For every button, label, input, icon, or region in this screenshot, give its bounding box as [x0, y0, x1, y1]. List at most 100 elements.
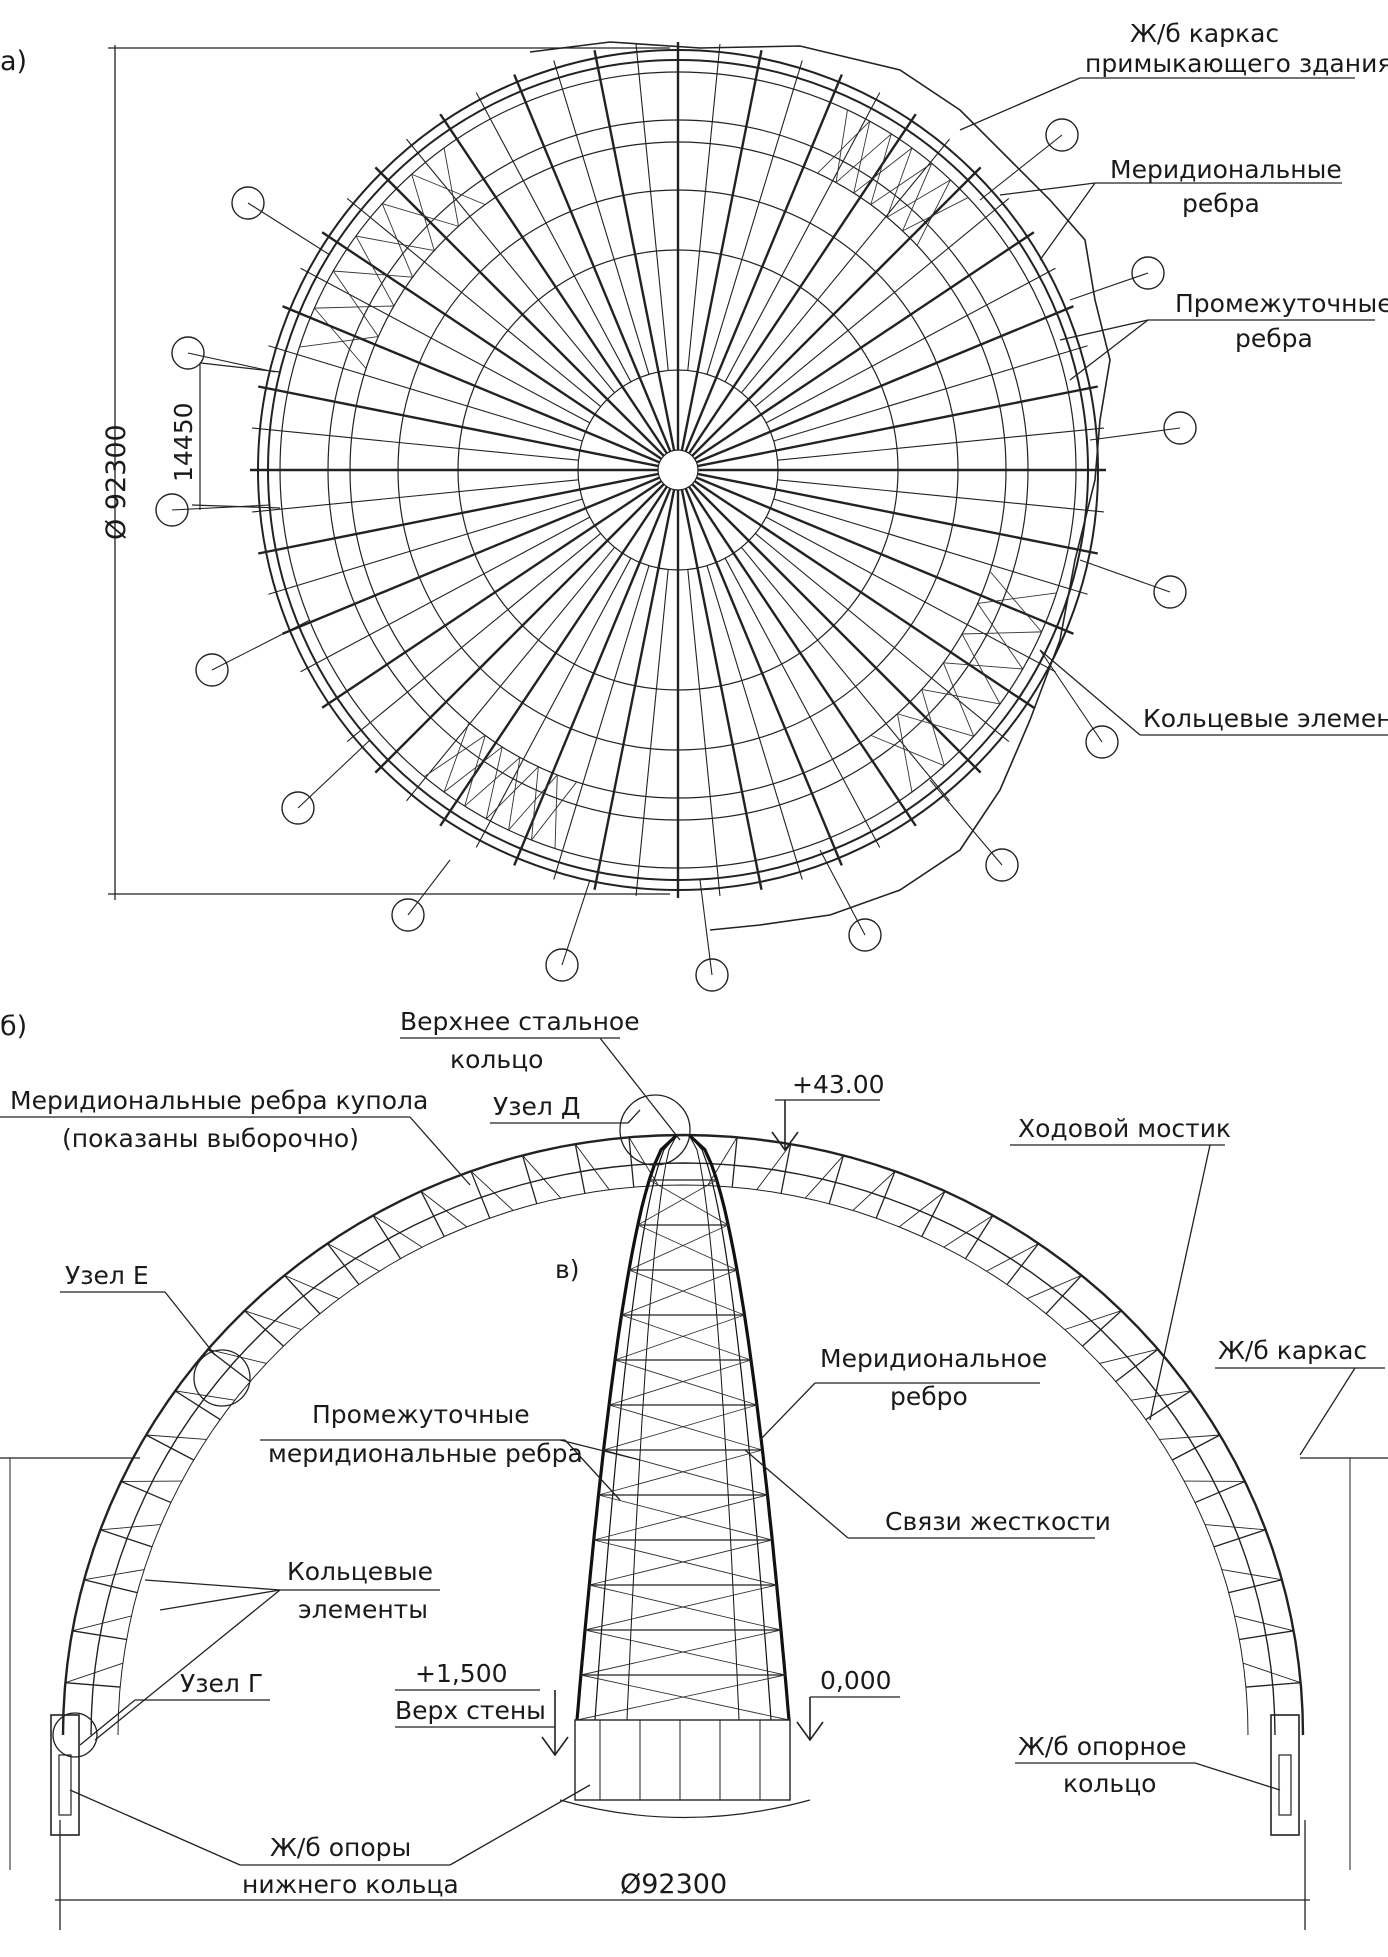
elevation-wall-label: Верх стены: [395, 1696, 546, 1725]
dome-truss-vertical: [420, 1190, 445, 1237]
node-g-marker: [52, 1712, 98, 1758]
plan-radial-rib: [257, 472, 659, 555]
rib-brace: [589, 1539, 773, 1586]
rib-brace: [608, 1404, 763, 1451]
plan-radial-rib: [777, 479, 1104, 513]
rib-footing: [574, 1719, 791, 1801]
plan-radial-rib: [696, 305, 1074, 464]
plan-bracing: [962, 631, 1042, 635]
plan-callout-leader: [211, 619, 311, 671]
plan-radial-rib: [406, 546, 615, 802]
dome-truss-vertical: [1145, 1390, 1192, 1421]
dome-truss-diagonal: [522, 1155, 562, 1199]
plan-radial-rib: [773, 345, 1088, 442]
dome-truss-vertical: [470, 1170, 491, 1219]
plan-callout-leader: [979, 134, 1063, 201]
plan-radial-rib: [693, 480, 1035, 709]
walkway-label: Ходовой мостик: [1018, 1114, 1231, 1143]
rc-support-ring-label-1: Ж/б опорное: [1018, 1732, 1187, 1761]
intermediate-ribs-label-1: Промежуточные: [1175, 289, 1388, 318]
dome-truss-vertical: [1082, 1310, 1122, 1347]
plan-radial-rib: [773, 498, 1088, 595]
plan-radial-rib: [321, 480, 663, 709]
plan-bracing: [870, 133, 892, 205]
rc-supports-label-1: Ж/б опоры: [270, 1833, 411, 1862]
dome-truss-vertical: [828, 1155, 845, 1204]
dome-truss-vertical: [1194, 1480, 1246, 1504]
rib-brace: [637, 1179, 717, 1226]
rib-brace: [584, 1584, 777, 1631]
plan-bracing: [916, 179, 951, 246]
plan-radial-rib: [406, 138, 615, 394]
plan-spacing-dimension: 14450: [169, 361, 281, 510]
dome-inner-arc: [90, 1162, 1276, 1736]
plan-radial-rib: [300, 516, 591, 673]
plan-bracing: [332, 270, 379, 337]
dome-truss-vertical: [1045, 1274, 1083, 1315]
plan-radial-rib: [688, 485, 917, 827]
plan-bracing: [977, 603, 1024, 670]
dome-truss-vertical: [174, 1390, 221, 1421]
top-ring-label-1: Верхнее стальное: [400, 1007, 640, 1036]
elevation-zero-mark: 0,000: [796, 1666, 900, 1742]
plan-leaders: [959, 77, 1388, 736]
plan-bracing: [817, 120, 871, 174]
section-diameter-label: Ø92300: [620, 1869, 727, 1900]
plan-bracing: [870, 162, 932, 206]
plan-radial-rib: [697, 472, 1099, 555]
dome-ribs-label-1: Меридиональные ребра купола: [10, 1086, 428, 1115]
dome-truss-vertical: [1115, 1348, 1159, 1382]
rc-supports-label-2: нижнего кольца: [242, 1870, 459, 1899]
plan-bracing: [902, 197, 969, 232]
plan-bracing: [443, 147, 459, 227]
dome-truss-diagonal: [146, 1434, 207, 1440]
plan-radial-rib: [475, 92, 632, 383]
dome-truss-diagonal: [852, 1170, 896, 1211]
dome-truss-vertical: [1172, 1434, 1221, 1461]
node-d-label: Узел Д: [493, 1092, 580, 1121]
meridional-rib-label-2: ребро: [890, 1382, 968, 1411]
rib-brace: [593, 1494, 768, 1541]
plan-bracing: [886, 147, 913, 218]
dome-truss-vertical: [372, 1215, 402, 1260]
plan-callout-leader: [297, 739, 371, 809]
rib-brace: [649, 1179, 729, 1226]
plan-part-marker: а): [0, 46, 27, 77]
plan-bracing: [531, 781, 577, 841]
dome-truss-diagonal: [1221, 1569, 1282, 1581]
plan-radial-rib: [777, 427, 1104, 461]
plan-bracing: [989, 571, 1042, 633]
plan-bracing: [897, 713, 913, 793]
dome-truss-diagonal: [574, 1143, 610, 1190]
ring-elements-label-1: Кольцевые: [287, 1557, 433, 1586]
plan-callout-leader: [407, 859, 451, 916]
plan-radial-rib: [691, 483, 982, 774]
dome-truss-diagonal: [100, 1524, 162, 1531]
plan-radial-rib: [635, 569, 669, 896]
plan-callout-leader: [247, 202, 331, 256]
dome-truss-diagonal: [943, 1215, 994, 1248]
plan-diameter-label: Ø 92300: [101, 424, 132, 540]
rib-brace: [603, 1404, 758, 1451]
plan-bracing: [921, 689, 1001, 705]
adjacent-building-outline: [529, 41, 1111, 931]
intermediate-ribs-label-2: меридиональные ребра: [268, 1439, 583, 1468]
plan-bracing: [853, 121, 871, 194]
plan-bracing: [355, 235, 395, 307]
plan-bracing: [381, 203, 414, 278]
plan-bracing: [485, 766, 539, 820]
plan-radial-rib: [706, 565, 803, 880]
dome-truss-vertical: [65, 1682, 121, 1688]
plan-bracing: [464, 735, 486, 807]
plan-radial-rib: [252, 479, 579, 513]
plan-radial-rib: [282, 305, 660, 464]
rib-brace: [621, 1269, 738, 1316]
dome-truss-diagonal: [175, 1390, 235, 1401]
plan-ring: [657, 449, 699, 491]
dome-truss-vertical: [72, 1630, 127, 1641]
dome-plan-geometry: [250, 42, 1106, 898]
dome-truss-diagonal: [756, 1143, 792, 1190]
dome-truss-vertical: [283, 1274, 321, 1315]
rib-brace: [628, 1269, 745, 1316]
rib-brace: [593, 1539, 777, 1586]
